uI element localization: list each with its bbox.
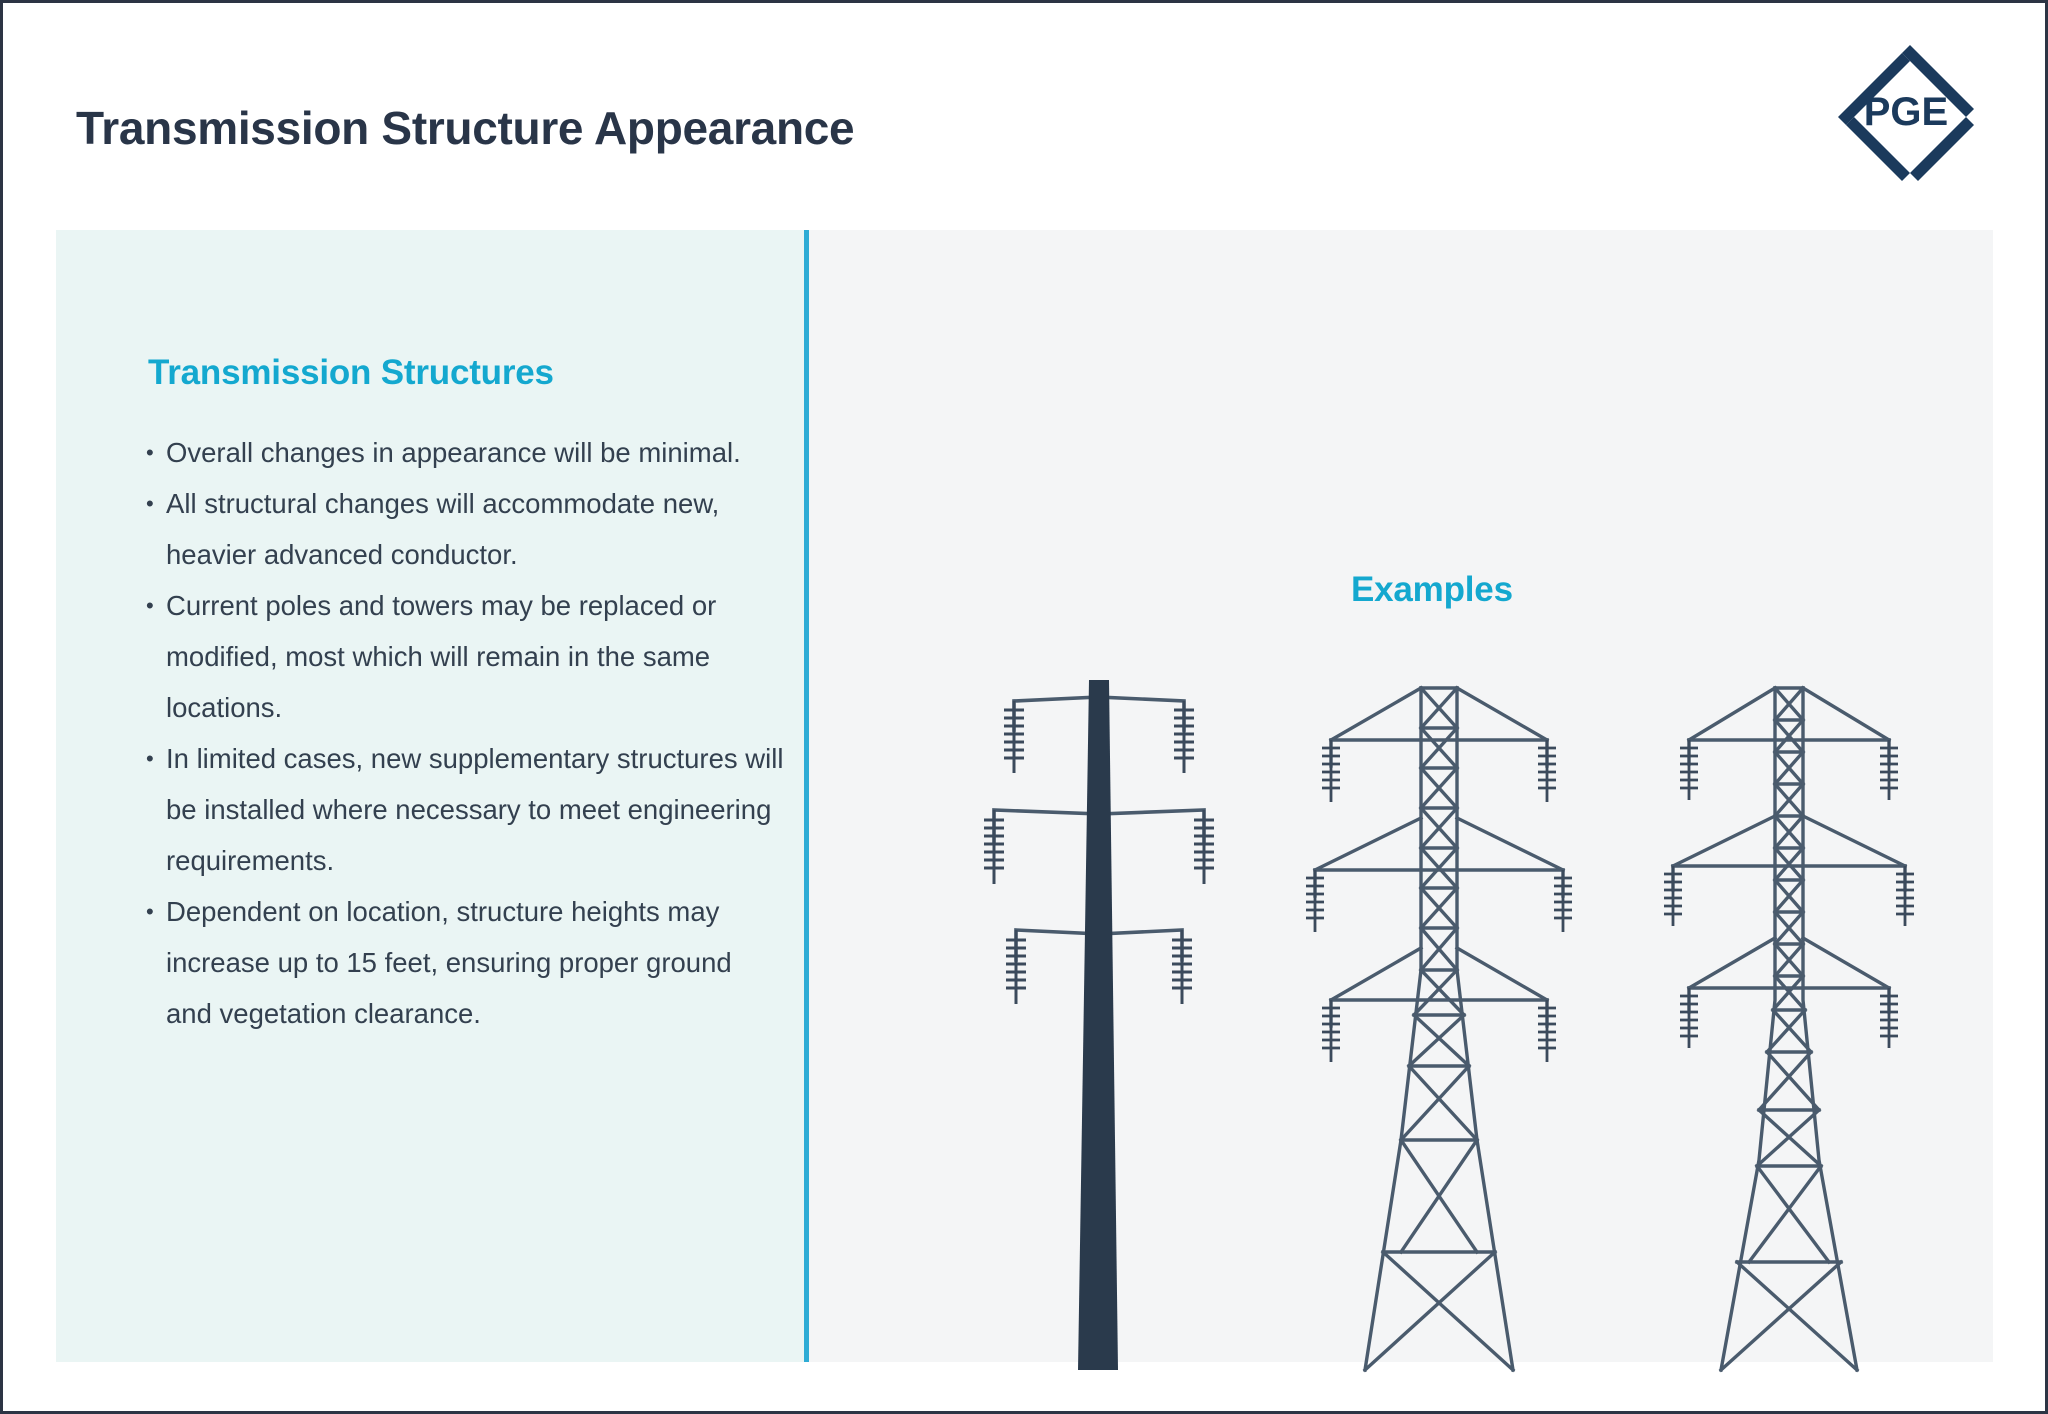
transmission-structures-bullet-list: Overall changes in appearance will be mi…	[144, 427, 784, 1039]
list-item: Dependent on location, structure heights…	[144, 886, 784, 1039]
lattice-tower-narrow-figure	[1659, 670, 1919, 1390]
insulator-strings	[1664, 740, 1914, 1048]
pge-logo: PGE	[1826, 33, 1986, 193]
page-title: Transmission Structure Appearance	[76, 102, 855, 154]
list-item: In limited cases, new supplementary stru…	[144, 733, 784, 886]
list-item: Current poles and towers may be replaced…	[144, 580, 784, 733]
panel-divider	[804, 230, 809, 1362]
insulator-strings	[984, 701, 1214, 1004]
monopole-shaft	[1078, 680, 1118, 1370]
pge-logo-diamond-icon: PGE	[1838, 45, 1974, 181]
page-header: Transmission Structure Appearance PGE	[3, 3, 2045, 225]
right-panel	[809, 230, 1993, 1362]
example-structures-row	[809, 670, 1993, 1390]
list-item: All structural changes will accommodate …	[144, 478, 784, 580]
left-panel-heading: Transmission Structures	[148, 353, 554, 392]
monopole-structure-figure	[974, 670, 1224, 1390]
insulator-strings	[1306, 740, 1572, 1062]
content-panels: Transmission Structures Overall changes …	[56, 230, 1993, 1373]
pge-logo-text: PGE	[1864, 90, 1948, 134]
list-item: Overall changes in appearance will be mi…	[144, 427, 784, 478]
left-panel: Transmission Structures Overall changes …	[56, 230, 806, 1362]
lattice-tower-wide-figure	[1306, 670, 1572, 1390]
right-panel-heading: Examples	[1351, 570, 1513, 609]
